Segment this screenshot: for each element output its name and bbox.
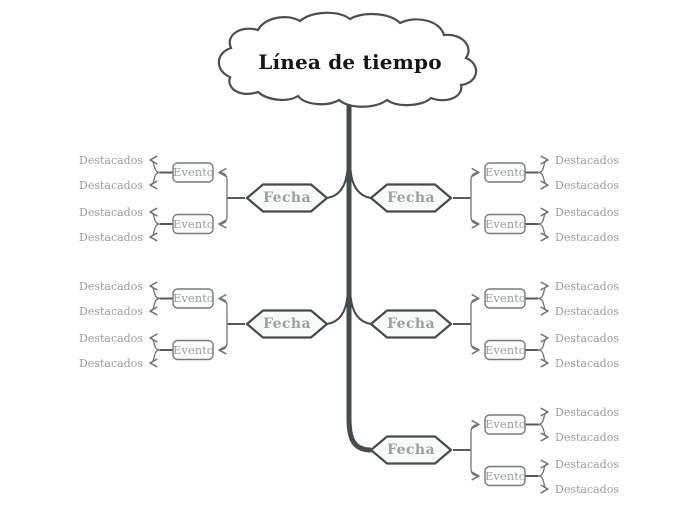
trunk-branch-curve — [326, 169, 349, 199]
evento-label[interactable]: Evento — [173, 216, 214, 231]
destacados-label[interactable]: Destacados — [79, 153, 143, 167]
destacados-label[interactable]: Destacados — [555, 457, 619, 471]
central-topic-cloud[interactable] — [217, 11, 478, 108]
evento-label[interactable]: Evento — [485, 165, 526, 179]
destacados-label[interactable]: Destacados — [555, 230, 619, 244]
destacados-label[interactable]: Destacados — [79, 356, 143, 370]
destacados-label[interactable]: Destacados — [555, 304, 619, 318]
fecha-label[interactable]: Fecha — [387, 189, 435, 206]
destacados-label[interactable]: Destacados — [555, 178, 619, 192]
evento-label[interactable]: Evento — [173, 342, 214, 357]
trunk-branch-curve — [349, 295, 372, 325]
fecha-label[interactable]: Fecha — [387, 315, 435, 332]
evento-label[interactable]: Evento — [485, 216, 526, 231]
trunk-branch-curve — [326, 295, 349, 325]
destacados-label[interactable]: Destacados — [79, 331, 143, 345]
evento-label[interactable]: Evento — [173, 165, 214, 179]
destacados-label[interactable]: Destacados — [79, 230, 143, 244]
destacados-label[interactable]: Destacados — [555, 430, 619, 444]
fecha-label[interactable]: Fecha — [387, 441, 435, 458]
evento-label[interactable]: Evento — [485, 417, 526, 431]
fecha-label[interactable]: Fecha — [263, 189, 311, 206]
fecha-label[interactable]: Fecha — [263, 315, 311, 332]
evento-label[interactable]: Evento — [173, 291, 214, 305]
destacados-label[interactable]: Destacados — [555, 405, 619, 419]
trunk-line — [346, 94, 372, 453]
destacados-label[interactable]: Destacados — [555, 205, 619, 219]
destacados-label[interactable]: Destacados — [555, 482, 619, 496]
destacados-label[interactable]: Destacados — [79, 304, 143, 318]
central-topic-label[interactable]: Línea de tiempo — [258, 50, 442, 74]
evento-label[interactable]: Evento — [485, 468, 526, 483]
destacados-label[interactable]: Destacados — [555, 279, 619, 293]
evento-label[interactable]: Evento — [485, 291, 526, 305]
trunk-branch-curve — [349, 169, 372, 199]
evento-label[interactable]: Evento — [485, 342, 526, 357]
destacados-label[interactable]: Destacados — [555, 356, 619, 370]
destacados-label[interactable]: Destacados — [79, 279, 143, 293]
destacados-label[interactable]: Destacados — [555, 331, 619, 345]
destacados-label[interactable]: Destacados — [79, 205, 143, 219]
destacados-label[interactable]: Destacados — [555, 153, 619, 167]
destacados-label[interactable]: Destacados — [79, 178, 143, 192]
